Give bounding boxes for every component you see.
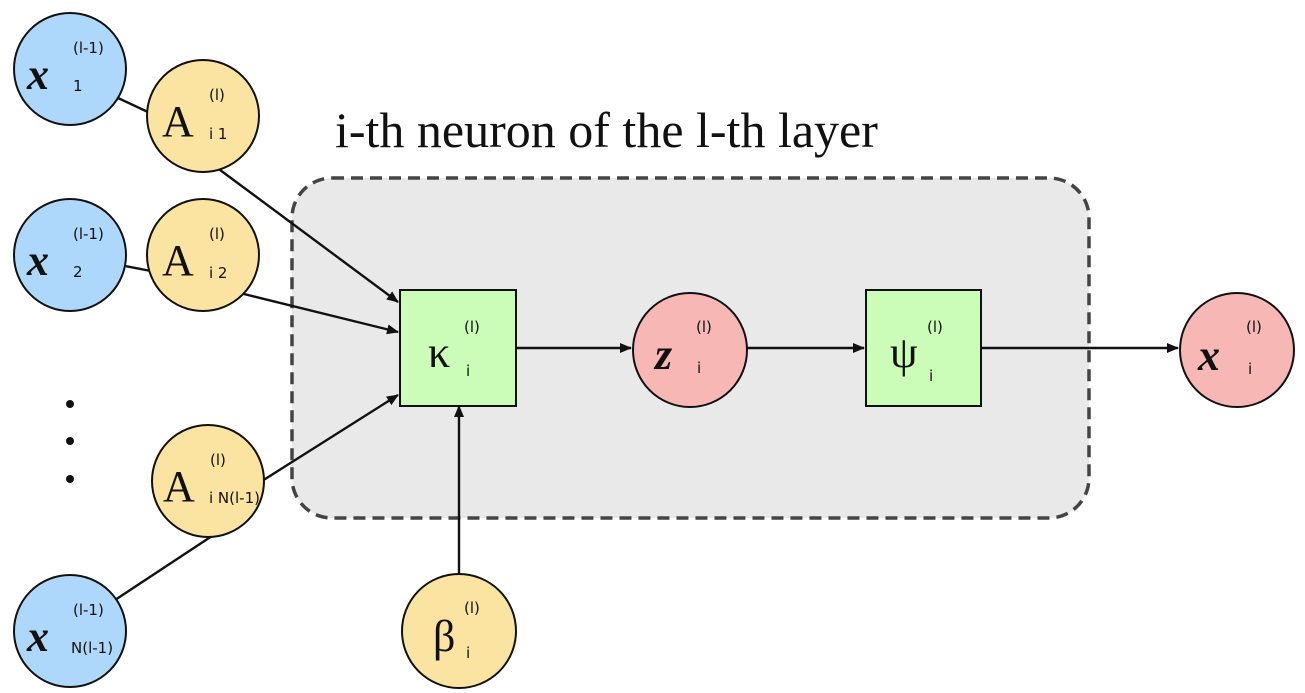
weight-2-symbol: A	[162, 236, 194, 285]
activation-superscript: (l)	[927, 318, 943, 336]
ellipsis-dots	[66, 400, 74, 483]
arrow-a2-kappa	[239, 291, 399, 335]
output-symbol: x	[1197, 331, 1220, 380]
output-subscript: i	[1248, 360, 1252, 378]
aggregation-symbol: κ	[428, 328, 450, 377]
preactivation-symbol: z	[653, 330, 672, 379]
diagram-title: i-th neuron of the l-th layer	[335, 102, 878, 158]
activation-box: ψ (l) i	[865, 289, 982, 407]
input-2-symbol: x	[26, 236, 49, 285]
weight-node-2: A (l) i 2	[146, 198, 260, 312]
weight-2-superscript: (l)	[209, 225, 225, 243]
preactivation-node: z (l) i	[632, 292, 748, 408]
aggregation-box: κ (l) i	[399, 289, 517, 407]
input-n-superscript: (l-1)	[73, 601, 104, 619]
weight-1-symbol: A	[162, 97, 194, 146]
input-node-1: x (l-1) 1	[13, 12, 127, 126]
preactivation-subscript: i	[697, 359, 701, 377]
weight-node-n: A (l) i N(l-1)	[151, 424, 265, 538]
activation-symbol: ψ	[890, 328, 918, 377]
arrow-an-kappa	[261, 393, 399, 483]
weight-2-subscript: i 2	[209, 264, 227, 282]
input-node-n: x (l-1) N(l-1)	[13, 574, 127, 688]
weight-node-1: A (l) i 1	[146, 59, 260, 173]
weight-1-superscript: (l)	[209, 86, 225, 104]
edge-xn-an	[111, 534, 213, 604]
input-2-superscript: (l-1)	[73, 225, 104, 243]
bias-symbol: β	[433, 612, 455, 661]
weight-n-subscript: i N(l-1)	[209, 489, 260, 507]
input-2-subscript: 2	[73, 263, 83, 281]
edge-x2-a2	[124, 264, 152, 273]
bias-node: β (l) i	[401, 573, 517, 689]
weight-n-superscript: (l)	[210, 451, 226, 469]
preactivation-superscript: (l)	[696, 318, 712, 336]
weight-n-symbol: A	[163, 462, 195, 511]
input-n-subscript: N(l-1)	[71, 639, 113, 657]
output-node: x (l) i	[1179, 292, 1295, 408]
output-superscript: (l)	[1246, 318, 1262, 336]
arrow-a1-kappa	[211, 163, 399, 303]
activation-subscript: i	[929, 367, 933, 385]
edge-x1-a1	[117, 96, 151, 115]
input-n-symbol: x	[26, 612, 49, 661]
input-1-superscript: (l-1)	[73, 39, 104, 57]
aggregation-subscript: i	[466, 362, 470, 380]
input-1-subscript: 1	[73, 77, 83, 95]
bias-subscript: i	[466, 644, 470, 662]
weight-1-subscript: i 1	[209, 125, 227, 143]
input-1-symbol: x	[26, 50, 49, 99]
bias-superscript: (l)	[464, 599, 480, 617]
input-node-2: x (l-1) 2	[13, 198, 127, 312]
aggregation-superscript: (l)	[464, 318, 480, 336]
